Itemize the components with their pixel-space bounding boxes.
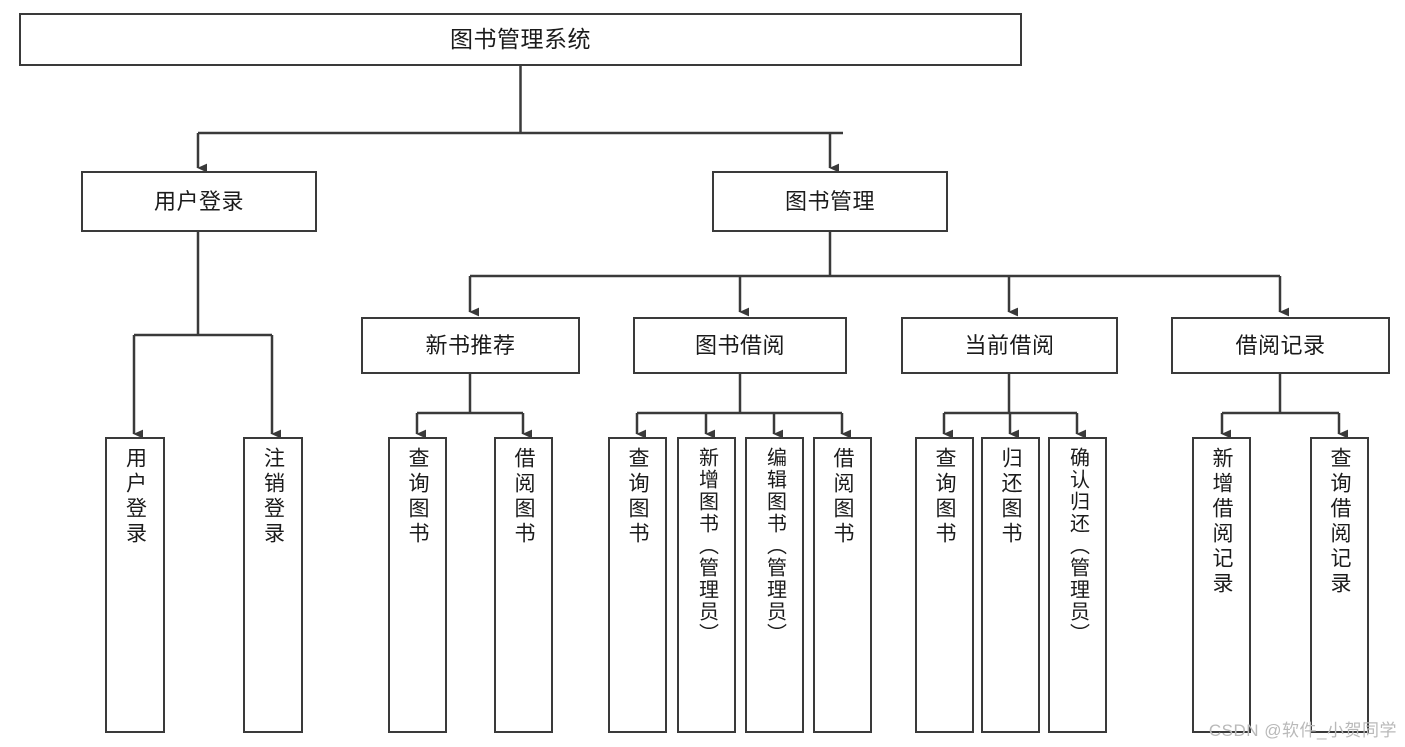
- node-leaf-user-logout-label: 注销登录: [261, 447, 285, 547]
- node-book-borrow-label: 图书借阅: [694, 332, 785, 358]
- node-new-book-recommend[interactable]: 新书推荐: [361, 317, 580, 374]
- watermark-text: CSDN @软件_小贺同学: [1208, 721, 1397, 740]
- node-leaf-user-login-label: 用户登录: [123, 447, 147, 547]
- node-user-login[interactable]: 用户登录: [81, 171, 317, 232]
- node-leaf-query-book-2[interactable]: 查询图书: [608, 437, 667, 733]
- node-leaf-edit-book-label: 编辑图书（管理员）: [763, 447, 786, 645]
- node-leaf-borrow-book-2-label: 借阅图书: [831, 447, 854, 547]
- node-book-management[interactable]: 图书管理: [712, 171, 948, 232]
- node-leaf-add-book-label: 新增图书（管理员）: [695, 447, 718, 645]
- node-current-borrow[interactable]: 当前借阅: [901, 317, 1118, 374]
- node-user-login-label: 用户登录: [153, 188, 244, 214]
- node-borrow-record[interactable]: 借阅记录: [1171, 317, 1390, 374]
- node-root-label: 图书管理系统: [450, 26, 591, 53]
- node-root[interactable]: 图书管理系统: [19, 13, 1022, 66]
- node-leaf-user-login[interactable]: 用户登录: [105, 437, 165, 733]
- node-leaf-borrow-book-2[interactable]: 借阅图书: [813, 437, 872, 733]
- node-borrow-record-label: 借阅记录: [1235, 332, 1326, 358]
- node-leaf-return-book-label: 归还图书: [999, 447, 1022, 547]
- node-leaf-add-record-label: 新增借阅记录: [1210, 447, 1233, 597]
- node-leaf-edit-book[interactable]: 编辑图书（管理员）: [745, 437, 804, 733]
- node-book-management-label: 图书管理: [784, 188, 875, 214]
- node-leaf-borrow-book-1-label: 借阅图书: [512, 447, 535, 547]
- node-leaf-borrow-book-1[interactable]: 借阅图书: [494, 437, 553, 733]
- node-leaf-query-book-1-label: 查询图书: [406, 447, 429, 547]
- node-leaf-query-book-3[interactable]: 查询图书: [915, 437, 974, 733]
- node-leaf-return-book[interactable]: 归还图书: [981, 437, 1040, 733]
- node-book-borrow[interactable]: 图书借阅: [633, 317, 847, 374]
- node-leaf-query-record[interactable]: 查询借阅记录: [1310, 437, 1369, 733]
- node-leaf-confirm-return[interactable]: 确认归还（管理员）: [1048, 437, 1107, 733]
- node-leaf-query-book-2-label: 查询图书: [626, 447, 649, 547]
- node-new-book-recommend-label: 新书推荐: [425, 332, 516, 358]
- node-leaf-add-record[interactable]: 新增借阅记录: [1192, 437, 1251, 733]
- node-current-borrow-label: 当前借阅: [964, 332, 1055, 358]
- node-leaf-add-book[interactable]: 新增图书（管理员）: [677, 437, 736, 733]
- node-leaf-query-book-1[interactable]: 查询图书: [388, 437, 447, 733]
- node-leaf-user-logout[interactable]: 注销登录: [243, 437, 303, 733]
- node-leaf-query-record-label: 查询借阅记录: [1328, 447, 1351, 597]
- node-leaf-query-book-3-label: 查询图书: [933, 447, 956, 547]
- node-leaf-confirm-return-label: 确认归还（管理员）: [1066, 447, 1089, 645]
